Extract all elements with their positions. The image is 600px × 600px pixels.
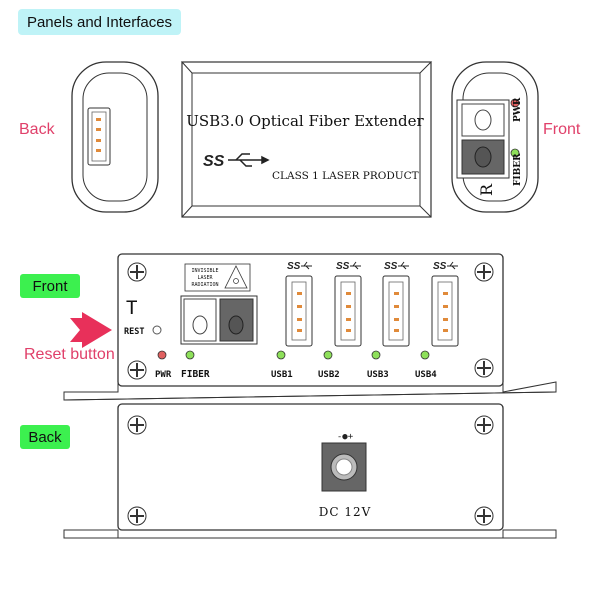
laser-class-text: CLASS 1 LASER PRODUCT	[272, 170, 419, 182]
front-screw-tl	[127, 262, 147, 282]
overview-device-body: USB3.0 Optical Fiber Extender SS CLASS 1…	[180, 61, 433, 218]
back-screw-tr	[474, 415, 494, 435]
overview-fiber-port	[456, 99, 510, 179]
dc-12v-label: DC 12V	[319, 505, 372, 519]
back-screw-bl	[127, 506, 147, 526]
overview-r-mark: R	[477, 183, 496, 196]
reset-label: REST	[124, 327, 144, 337]
usb-port-1[interactable]: SS	[285, 261, 313, 347]
overview-back-label: Back	[19, 121, 55, 138]
front-screw-br	[474, 358, 494, 378]
dc-polarity-symbol: -●+	[337, 432, 354, 442]
reset-button[interactable]	[152, 325, 162, 335]
overview-back-end	[71, 61, 159, 213]
front-pwr-led	[157, 350, 167, 360]
usb-ss-logo: SS	[203, 153, 225, 170]
laser-warning-label: INVISIBLE LASER RADIATION	[184, 263, 251, 292]
front-fiber-port[interactable]	[180, 295, 258, 345]
product-name: USB3.0 Optical Fiber Extender	[186, 112, 424, 130]
usb4-led	[420, 350, 430, 360]
svg-text:INVISIBLE: INVISIBLE	[191, 268, 218, 274]
front-screw-bl	[127, 360, 147, 380]
back-panel: -●+ DC 12V	[63, 403, 557, 539]
usb-port-4[interactable]: SS	[431, 261, 459, 347]
front-section-label: Front	[20, 274, 80, 298]
usb-ss-logo-4: SS	[433, 261, 447, 272]
usb3-led	[371, 350, 381, 360]
front-t-mark: T	[126, 297, 137, 319]
usb2-label: USB2	[318, 370, 340, 380]
usb-trident-icon-1	[301, 261, 312, 270]
overview-fiber-led	[510, 148, 520, 158]
reset-arrow-icon	[70, 312, 112, 348]
overview-front-end: PWR FIBER R	[451, 61, 539, 213]
overview-fiber-text: FIBER	[513, 153, 523, 186]
usb-port-2[interactable]: SS	[334, 261, 362, 347]
overview-pwr-text: PWR	[513, 97, 523, 122]
usb2-led	[323, 350, 333, 360]
panels-title: Panels and Interfaces	[18, 9, 181, 35]
usb-ss-logo-3: SS	[384, 261, 398, 272]
usb3-label: USB3	[367, 370, 389, 380]
usb1-label: USB1	[271, 370, 293, 380]
back-section-label: Back	[20, 425, 70, 449]
laser-warning-icon	[224, 265, 248, 289]
usb-trident-icon	[228, 153, 270, 167]
usb1-led	[276, 350, 286, 360]
reset-button-callout: Reset button	[24, 346, 115, 363]
usb-ss-logo-2: SS	[336, 261, 350, 272]
front-pwr-text: PWR	[155, 370, 172, 380]
back-screw-br	[474, 506, 494, 526]
usb4-label: USB4	[415, 370, 437, 380]
front-fiber-text: FIBER	[181, 369, 210, 380]
overview-usb-port	[87, 107, 111, 166]
usb-trident-icon-3	[398, 261, 409, 270]
dc-power-jack[interactable]	[321, 442, 367, 492]
front-panel: T REST INVISIBLE LASER RADIATION PWR FIB…	[63, 253, 557, 401]
svg-text:RADIATION: RADIATION	[191, 282, 218, 288]
front-fiber-led	[185, 350, 195, 360]
overview-front-label: Front	[543, 121, 581, 138]
usb-ss-logo-1: SS	[287, 261, 301, 272]
usb-trident-icon-4	[447, 261, 458, 270]
overview-pwr-led	[510, 98, 520, 108]
usb-port-3[interactable]: SS	[382, 261, 410, 347]
svg-text:LASER: LASER	[197, 275, 213, 281]
usb-trident-icon-2	[350, 261, 361, 270]
back-screw-tl	[127, 415, 147, 435]
front-screw-tr	[474, 262, 494, 282]
